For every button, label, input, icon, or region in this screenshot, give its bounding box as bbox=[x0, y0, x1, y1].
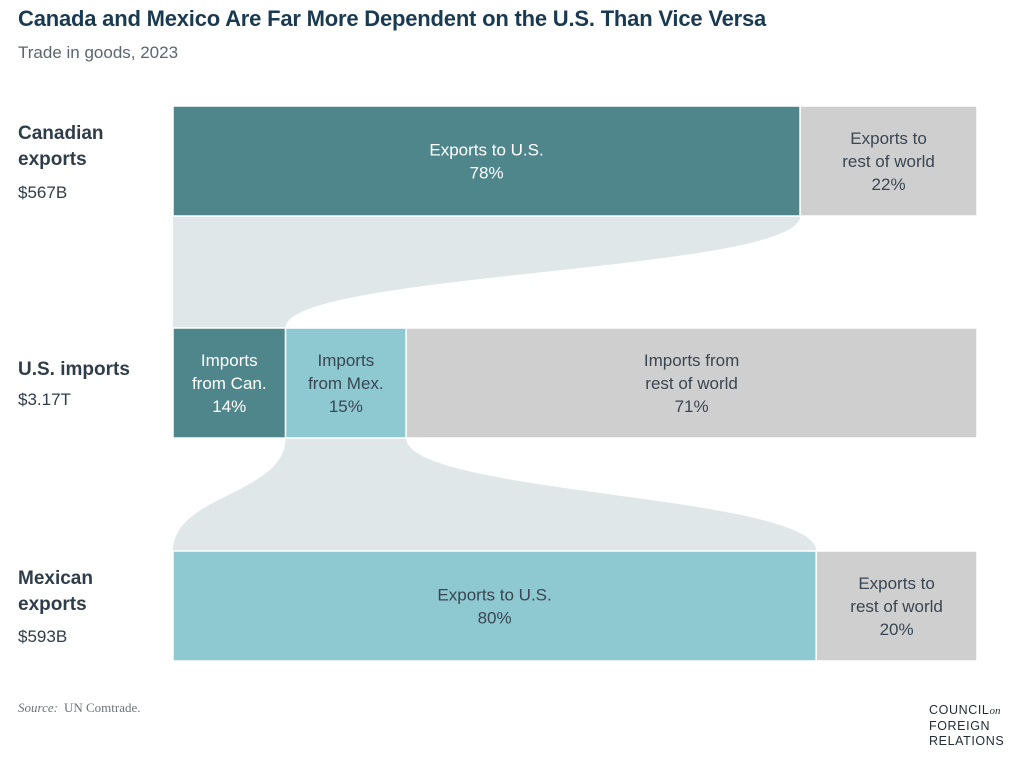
bar-mexico: Exports to U.S. 80% Exports to rest of worl… bbox=[172, 550, 978, 662]
segment-canada-1 bbox=[799, 105, 978, 217]
chart-subtitle: Trade in goods, 2023 bbox=[18, 43, 179, 62]
segment-label-canada-0: Exports to U.S. 78% bbox=[429, 141, 543, 183]
segment-us-0 bbox=[172, 327, 287, 439]
segment-label-us-1: Imports from Mex. 15% bbox=[308, 351, 384, 416]
segment-label-line: 78% bbox=[470, 164, 504, 183]
segment-label-line: 80% bbox=[478, 609, 512, 628]
logo-word-relations: RELATIONS bbox=[929, 734, 1005, 748]
segment-label-line: 20% bbox=[880, 620, 914, 639]
row-label-canada: Canadian exports bbox=[18, 123, 104, 170]
segment-mexico-0 bbox=[172, 550, 817, 662]
segment-label-line: 15% bbox=[329, 397, 363, 416]
logo-word-foreign: FOREIGN bbox=[929, 719, 991, 733]
segment-label-line: Exports to bbox=[858, 574, 935, 593]
segment-label-line: 22% bbox=[872, 175, 906, 194]
row-value-canada: $567B bbox=[18, 183, 68, 202]
bar-canada: Exports to U.S. 78% Exports to rest of worl… bbox=[172, 105, 978, 217]
flow-bands bbox=[173, 216, 817, 551]
segment-canada-0 bbox=[172, 105, 801, 217]
segment-label-line: rest of world bbox=[645, 374, 738, 393]
segment-label-canada-1: Exports to rest of world 22% bbox=[842, 129, 935, 194]
segment-us-2 bbox=[405, 327, 978, 439]
segment-label-line: Exports to U.S. bbox=[437, 586, 551, 605]
row-label-mexico: Mexican exports bbox=[18, 568, 93, 615]
segment-label-line: Imports from bbox=[644, 351, 739, 370]
segment-label-us-2: Imports from rest of world 71% bbox=[644, 351, 739, 416]
row-value-us: $3.17T bbox=[18, 390, 71, 409]
segment-label-line: Imports bbox=[318, 351, 375, 370]
row-value-mexico: $593B bbox=[18, 627, 68, 646]
cfr-logo: COUNCILon FOREIGN RELATIONS bbox=[929, 703, 1004, 749]
row-label-us: U.S. imports bbox=[18, 359, 130, 380]
flow-us-to-mexico bbox=[173, 438, 817, 551]
segment-label-line: Exports to bbox=[850, 129, 927, 148]
segment-label-line: 71% bbox=[675, 397, 709, 416]
source-text: UN Comtrade. bbox=[63, 700, 141, 715]
segment-label-line: from Can. bbox=[192, 374, 267, 393]
segment-label-line: rest of world bbox=[842, 152, 935, 171]
segment-label-mexico-1: Exports to rest of world 20% bbox=[850, 574, 943, 639]
source-note: Source: UN Comtrade. bbox=[18, 700, 141, 716]
segment-label-line: Exports to U.S. bbox=[429, 141, 543, 160]
segment-mexico-1 bbox=[815, 550, 978, 662]
segment-us-1 bbox=[284, 327, 407, 439]
segment-label-line: 14% bbox=[212, 397, 246, 416]
segment-label-us-0: Imports from Can. 14% bbox=[192, 351, 267, 416]
logo-word-council: COUNCIL bbox=[929, 703, 990, 717]
segment-label-mexico-0: Exports to U.S. 80% bbox=[437, 586, 551, 628]
chart-title: Canada and Mexico Are Far More Dependent… bbox=[18, 6, 767, 31]
flow-canada-to-us bbox=[173, 216, 801, 328]
segment-label-line: rest of world bbox=[850, 597, 943, 616]
source-label: Source: bbox=[18, 700, 58, 715]
logo-word-on: on bbox=[989, 705, 1001, 717]
segment-label-line: Imports bbox=[201, 351, 258, 370]
segment-label-line: from Mex. bbox=[308, 374, 384, 393]
